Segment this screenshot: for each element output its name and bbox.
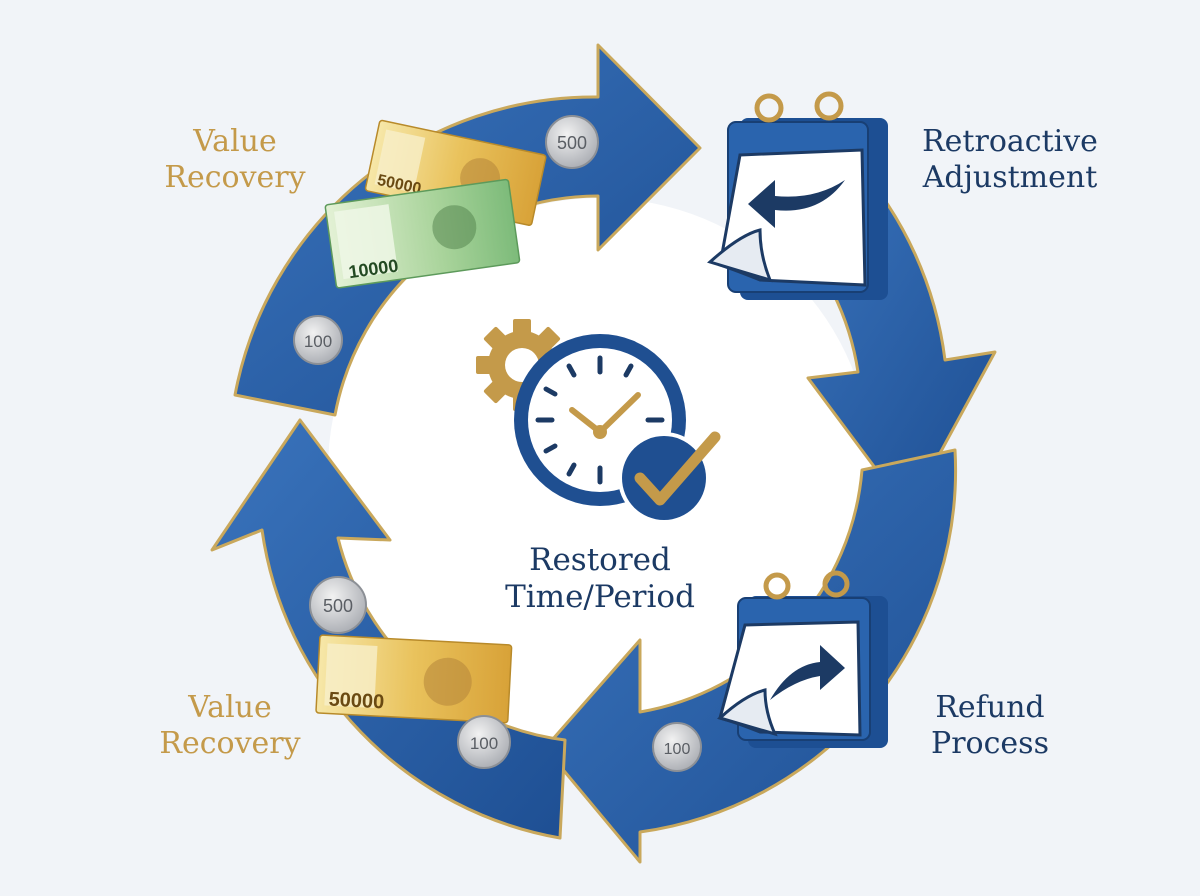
coin-100-bottom: 100 [457, 715, 511, 769]
label-retroactive-adjustment: Retroactive Adjustment [910, 124, 1110, 196]
checkmark-icon [618, 431, 721, 524]
calendar-forward-arrow-icon [717, 570, 888, 748]
calendar-back-arrow-icon [707, 91, 888, 300]
svg-text:100: 100 [470, 734, 498, 753]
svg-text:100: 100 [304, 332, 332, 351]
coin-100-bottom-right: 100 [652, 722, 702, 772]
label-value-recovery-bottom: Value Recovery [145, 690, 315, 762]
label-refund-process: Refund Process [905, 690, 1075, 762]
label-line: Time/Period [505, 579, 695, 615]
svg-text:50000: 50000 [328, 689, 385, 714]
label-line: Value [193, 124, 277, 159]
label-line: Recovery [159, 726, 301, 761]
svg-text:500: 500 [323, 596, 353, 616]
label-line: Recovery [164, 160, 306, 195]
svg-text:500: 500 [557, 133, 587, 153]
label-line: Process [931, 726, 1049, 761]
coin-500-top: 500 [545, 115, 599, 169]
coin-100-left: 100 [293, 315, 343, 365]
svg-text:100: 100 [664, 741, 691, 758]
cycle-arrow-bottom [543, 448, 958, 864]
label-line: Value [188, 690, 272, 725]
label-value-recovery-top: Value Recovery [150, 124, 320, 196]
label-line: Adjustment [922, 160, 1098, 195]
banknote-10000-top: 10000 [324, 178, 521, 289]
label-restored-time-period: Restored Time/Period [490, 542, 710, 616]
label-line: Restored [529, 542, 671, 578]
label-line: Refund [935, 690, 1045, 725]
banknote-50000-bottom: 50000 [315, 634, 513, 724]
label-line: Retroactive [922, 124, 1098, 159]
coin-500-bottom-left: 500 [309, 576, 367, 634]
